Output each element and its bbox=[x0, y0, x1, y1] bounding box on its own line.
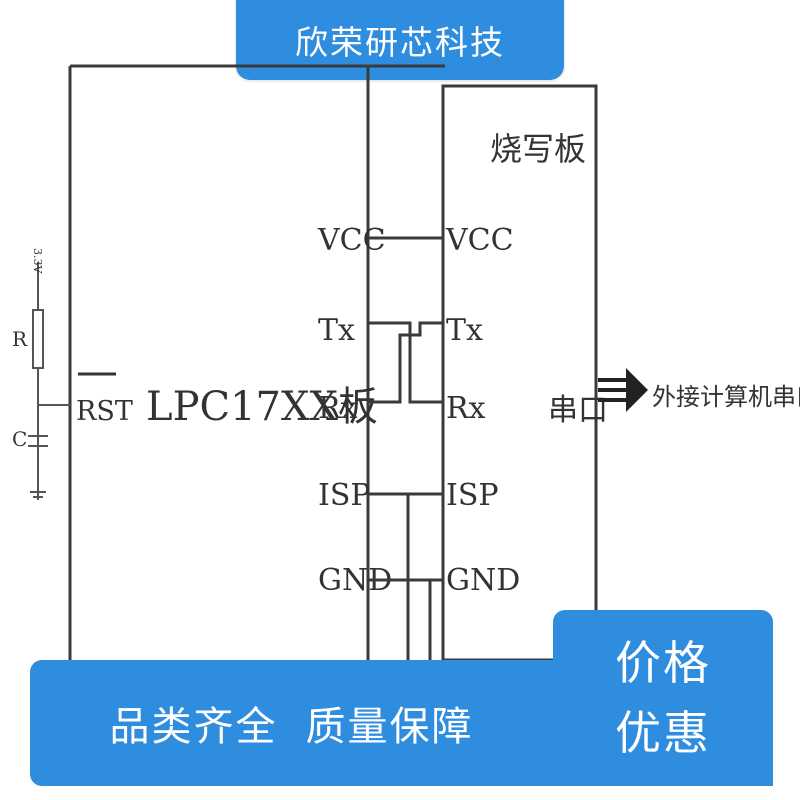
left-pin-vcc: VCC bbox=[317, 223, 386, 258]
rst-pin-label: RST bbox=[76, 396, 133, 427]
right-pin-vcc: VCC bbox=[445, 223, 514, 258]
brand-name: 欣荣研芯科技 bbox=[295, 23, 505, 62]
mcu-board-name: LPC17XX板 bbox=[146, 384, 378, 430]
programmer-title: 烧写板 bbox=[490, 130, 586, 168]
slogan-banner: 品类齐全 质量保障 bbox=[30, 660, 553, 786]
arrow-head bbox=[626, 368, 648, 412]
left-pin-isp: ISP bbox=[318, 478, 371, 513]
external-serial-label: 外接计算机串口 bbox=[652, 383, 800, 411]
price-sticker: 价格 优惠 bbox=[553, 610, 773, 786]
price-line-1: 价格 bbox=[615, 636, 711, 690]
left-pin-tx: Tx bbox=[318, 313, 355, 348]
resistor-label: R bbox=[12, 327, 28, 351]
left-pin-rx: Rx bbox=[318, 391, 358, 426]
right-pin-rx: Rx bbox=[446, 391, 486, 426]
slogan-left: 品类齐全 bbox=[109, 704, 278, 750]
price-line-2: 优惠 bbox=[615, 706, 711, 760]
right-pin-gnd: GND bbox=[446, 563, 520, 598]
wire-tx-crossed bbox=[368, 321, 443, 404]
right-pin-isp: ISP bbox=[446, 478, 499, 513]
right-pin-tx: Tx bbox=[446, 313, 483, 348]
capacitor-label: C bbox=[12, 427, 27, 451]
wire-rx-crossed bbox=[368, 321, 443, 404]
voltage-label: 3.3V bbox=[31, 248, 44, 274]
resistor bbox=[32, 309, 44, 369]
slogan-right: 质量保障 bbox=[305, 704, 474, 750]
